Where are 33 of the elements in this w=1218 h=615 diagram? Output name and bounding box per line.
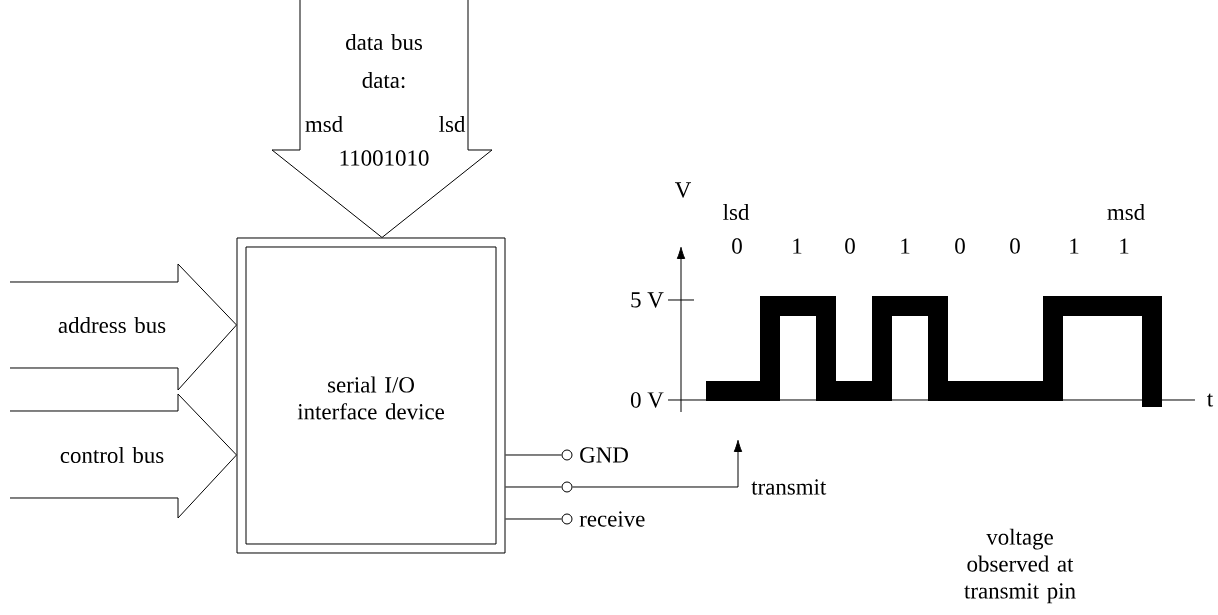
axis-label: t xyxy=(1207,393,1214,407)
pin-label: GND xyxy=(580,447,628,463)
connector-line xyxy=(572,439,743,488)
edge-label: control bus xyxy=(60,446,164,464)
bit-value: 1 xyxy=(1120,238,1129,254)
bit-value: 1 xyxy=(1070,238,1079,254)
tick-label: 5 V xyxy=(631,292,664,308)
bit-value: 0 xyxy=(845,238,855,254)
bit-value: 1 xyxy=(901,238,910,254)
connector-line xyxy=(505,454,562,456)
bus-text: lsd xyxy=(439,115,466,133)
bit-value: 0 xyxy=(732,238,742,254)
connector-line xyxy=(505,486,562,488)
edge-label: address bus xyxy=(58,316,166,334)
bus-text: msd xyxy=(305,115,343,133)
bit-value: 0 xyxy=(1010,238,1020,254)
bit-label: msd xyxy=(1107,203,1145,221)
bus-arrow xyxy=(9,263,237,391)
edge-label: data bus xyxy=(346,33,422,51)
bit-label: lsd xyxy=(723,203,750,221)
caption: voltage observed at transmit pin xyxy=(964,528,1076,604)
bus-arrow xyxy=(9,393,237,519)
axis-label: V xyxy=(675,182,692,198)
bit-value: 1 xyxy=(793,238,802,254)
bus-text: 11001010 xyxy=(340,150,429,166)
tick-label: 0 V xyxy=(630,392,664,408)
bit-value: 0 xyxy=(955,238,965,254)
pin-label: receive xyxy=(579,511,645,527)
connector-line xyxy=(505,518,562,520)
bus-arrow xyxy=(271,0,493,238)
device-box: serial I/O interface device xyxy=(236,237,506,554)
bus-text: data: xyxy=(362,71,405,89)
edge-label: transmit xyxy=(751,479,827,495)
